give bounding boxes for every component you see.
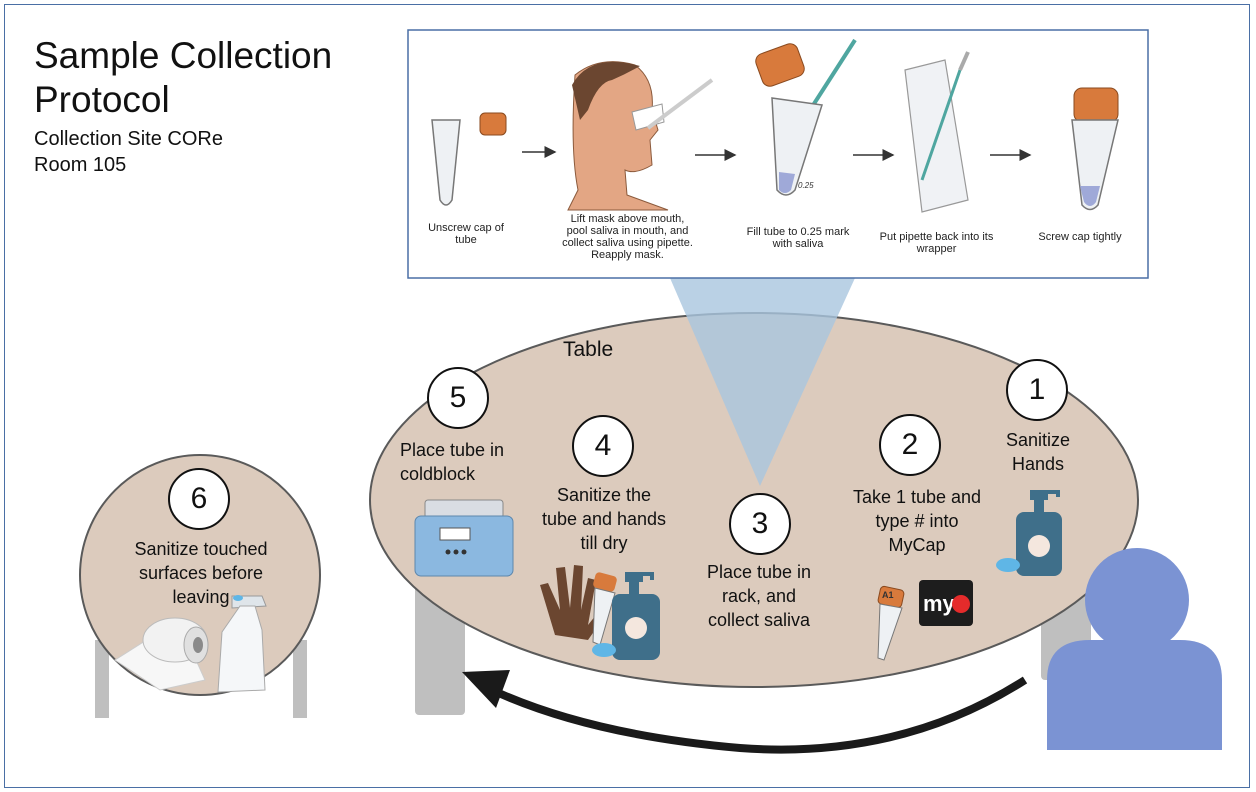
procedure-caption-2: Lift mask above mouth, pool saliva in mo… xyxy=(562,213,693,261)
procedure-caption-1: Unscrew cap of tube xyxy=(428,222,504,246)
procedure-caption-4: Put pipette back into its wrapper xyxy=(879,231,994,255)
procedure-caption-3: Fill tube to 0.25 mark with saliva xyxy=(746,226,850,250)
svg-text:my: my xyxy=(923,591,956,616)
sanitizer-bottle-icon xyxy=(996,490,1062,576)
spotlight xyxy=(670,278,855,486)
fill-tube-icon: 0.25 xyxy=(755,38,857,196)
glove-icon xyxy=(540,565,602,640)
capped-tube-icon xyxy=(1071,87,1119,211)
step-5-text: Place tube in coldblock xyxy=(400,440,505,484)
table-label: Table xyxy=(563,338,614,361)
tube-label: A1 xyxy=(882,590,894,600)
step-2-number: 2 xyxy=(879,414,941,476)
side-table-legs xyxy=(95,640,307,718)
step-1-text: Sanitize Hands xyxy=(1005,430,1071,474)
step-3-number: 3 xyxy=(729,493,791,555)
site-name: Collection Site CORe xyxy=(34,128,223,150)
sanitizer-tube-icon xyxy=(592,572,617,646)
room-number: Room 105 xyxy=(34,154,127,176)
step-1-number: 1 xyxy=(1006,359,1068,421)
procedure-caption-5: Screw cap tightly xyxy=(1038,231,1122,243)
step-2-text: Take 1 tube and type # into MyCap xyxy=(852,487,982,555)
paper-towel-icon xyxy=(114,617,209,691)
person-collecting-saliva-icon xyxy=(567,61,714,211)
page-frame xyxy=(4,4,1250,788)
mycap-logo-icon: my xyxy=(919,580,973,626)
person-icon xyxy=(1047,548,1222,750)
open-tube-icon xyxy=(431,112,507,206)
spray-bottle-icon xyxy=(217,595,267,693)
step-6-number: 6 xyxy=(168,468,230,530)
step-4-number: 4 xyxy=(572,415,634,477)
page-title: Sample Collection Protocol xyxy=(34,35,333,120)
step-4-text: Sanitize the tube and hands till dry xyxy=(541,485,667,553)
step-5-number: 5 xyxy=(427,367,489,429)
tube-icon xyxy=(877,585,905,661)
pipette-wrapper-icon xyxy=(904,51,970,213)
step-3-text: Place tube in rack, and collect saliva xyxy=(706,562,812,630)
sanitizer-bottle-icon xyxy=(592,572,660,660)
step-6-text: Sanitize touched surfaces before leaving xyxy=(134,539,268,607)
coldblock-icon xyxy=(414,499,514,577)
svg-text:0.25: 0.25 xyxy=(798,181,814,190)
return-arrow xyxy=(462,670,1028,754)
